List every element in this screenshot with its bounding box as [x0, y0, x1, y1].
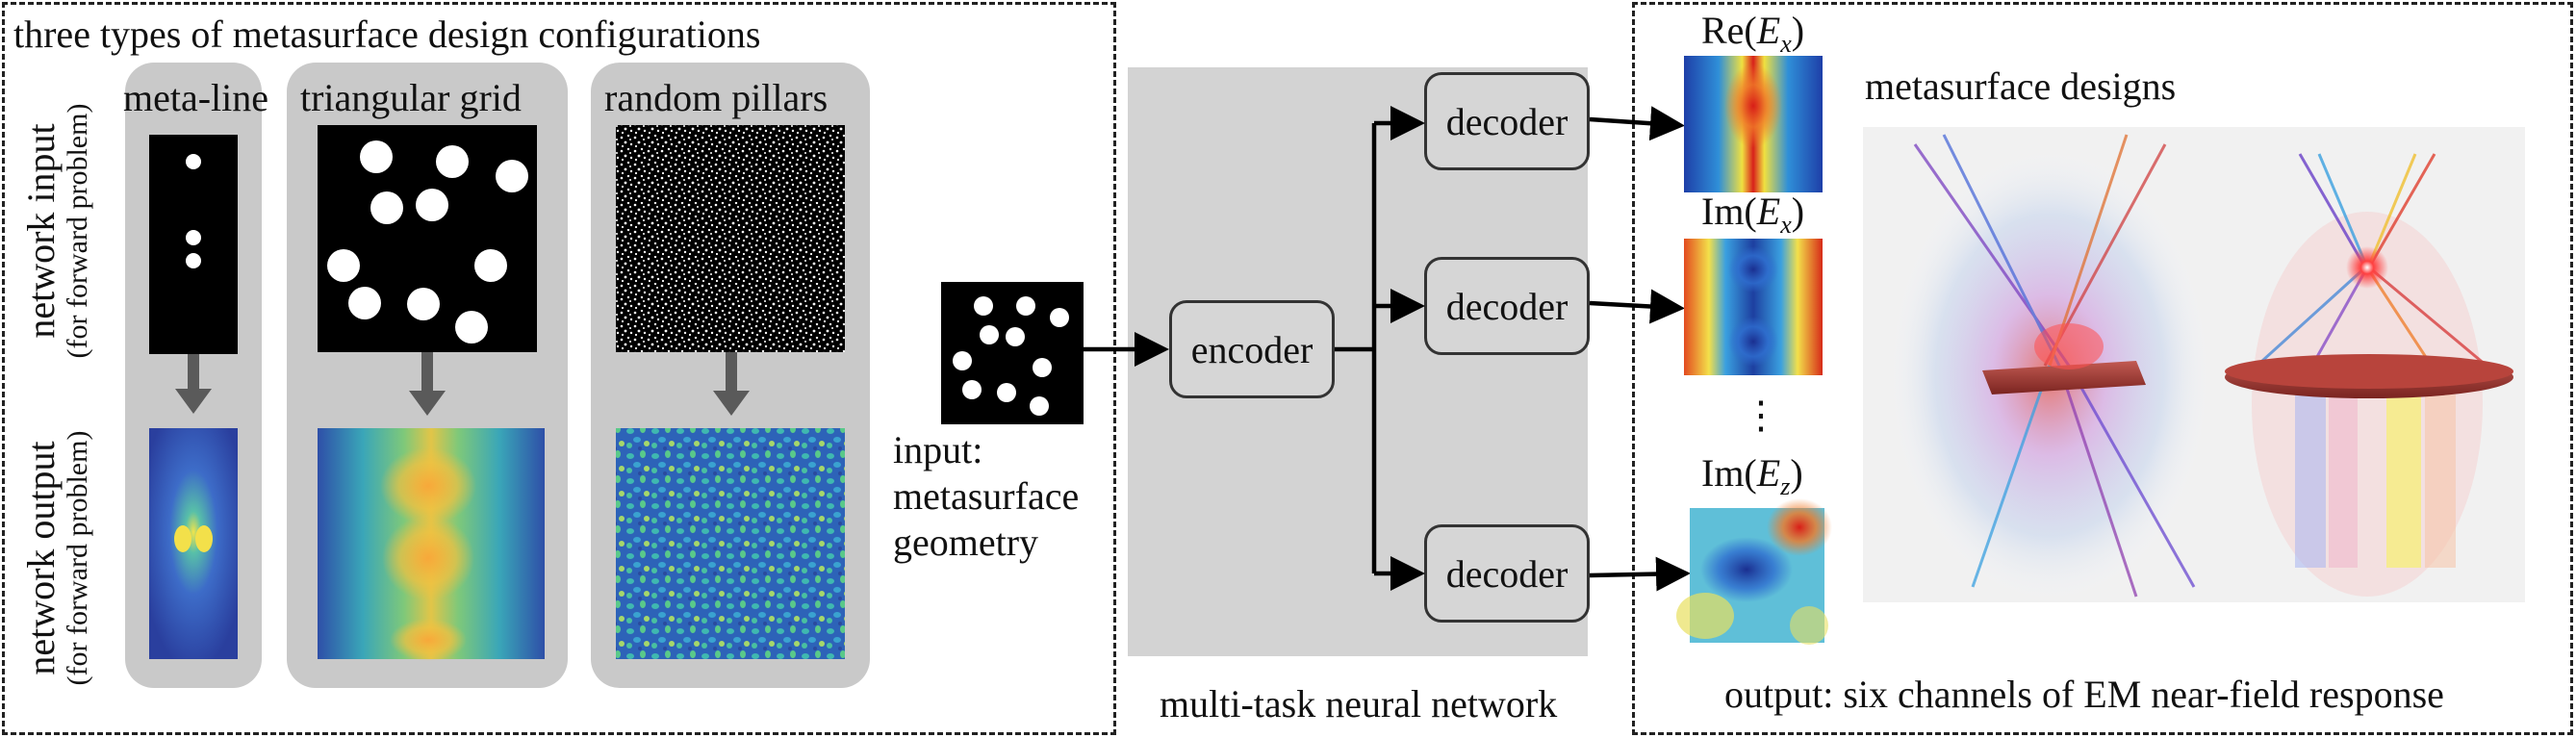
field-label-im-ez-suffix: ) [1790, 451, 1803, 495]
field-label-re-ex-prefix: Re( [1701, 9, 1757, 52]
configurations-title: three types of metasurface design config… [13, 13, 761, 56]
input-caption-line-2: metasurface [893, 474, 1080, 518]
input-caption-line-1: input: [893, 428, 983, 471]
field-label-im-ez-prefix: Im( [1701, 451, 1757, 495]
field-label-re-ex-var: E [1756, 9, 1781, 52]
field-map-im-ex-trough [1728, 317, 1778, 367]
decoder-box-2: decoder [1424, 257, 1590, 355]
field-label-im-ex-var: E [1756, 190, 1781, 233]
arrow-decoder-1-to-field [1589, 106, 1685, 141]
meta-line-pillar [186, 230, 201, 245]
input-geometry-pillars [953, 296, 1069, 416]
triangular-grid-down-arrow [409, 352, 446, 416]
field-label-re-ex-sub: x [1780, 30, 1792, 58]
meta-line-label: meta-line [123, 76, 269, 119]
random-pillars-label: random pillars [604, 76, 829, 119]
metasurface-render-1 [1886, 134, 2213, 606]
encoder-box: encoder [1169, 300, 1335, 398]
input-caption-line-3: geometry [893, 521, 1039, 564]
triangular-grid-pillars [327, 140, 528, 344]
field-label-re-ex: Re(Ex) [1701, 12, 1804, 57]
metasurface-designs-title: metasurface designs [1865, 64, 2177, 108]
field-label-re-ex-suffix: ) [1791, 9, 1805, 52]
field-label-im-ez-var: E [1756, 451, 1781, 495]
triangular-grid-hotspot [382, 516, 474, 600]
decoder-box-1: decoder [1424, 72, 1590, 170]
output-caption: output: six channels of EM near-field re… [1724, 673, 2444, 716]
field-label-im-ez: Im(Ez) [1701, 454, 1803, 499]
field-map-im-ex-trough [1728, 246, 1778, 293]
field-label-im-ex-prefix: Im( [1701, 190, 1757, 233]
field-map-re-ex-peak [1724, 64, 1782, 148]
field-map-im-ez-blue [1700, 537, 1793, 602]
design-configurations-panel [2, 2, 1116, 735]
metasurface-render-2 [2225, 153, 2513, 597]
field-label-im-ex: Im(Ex) [1701, 192, 1804, 238]
random-pillars-input-image [616, 125, 845, 352]
random-pillars-down-arrow [713, 352, 750, 416]
field-label-im-ex-suffix: ) [1791, 190, 1805, 233]
network-caption: multi-task neural network [1160, 682, 1558, 725]
ellipsis: ⋮ [1742, 394, 1780, 437]
decoder-box-3: decoder [1424, 524, 1590, 623]
random-pillars-output-field [616, 428, 845, 659]
field-map-im-ez-yellow [1790, 606, 1828, 645]
encoder-branch-lines [1335, 123, 1377, 573]
near-field-output-panel [1632, 2, 2573, 735]
field-map-im-ez-yellow [1676, 593, 1734, 639]
arrow-decoder-2-to-field [1589, 289, 1685, 324]
meta-line-hotspot [195, 525, 213, 552]
meta-line-hotspot [174, 525, 191, 552]
meta-line-pillar [186, 253, 201, 268]
triangular-grid-label: triangular grid [300, 76, 522, 119]
meta-line-pillar [186, 154, 201, 169]
meta-line-down-arrow [175, 354, 212, 414]
triangular-grid-hotspot [390, 619, 467, 661]
arrow-decoder-3-to-field [1589, 556, 1691, 592]
meta-line-output-field [149, 428, 238, 659]
triangular-grid-hotspot [380, 447, 476, 524]
field-map-im-ez-red [1767, 498, 1832, 556]
field-label-im-ez-sub: z [1780, 472, 1791, 500]
field-label-im-ex-sub: x [1780, 211, 1792, 239]
